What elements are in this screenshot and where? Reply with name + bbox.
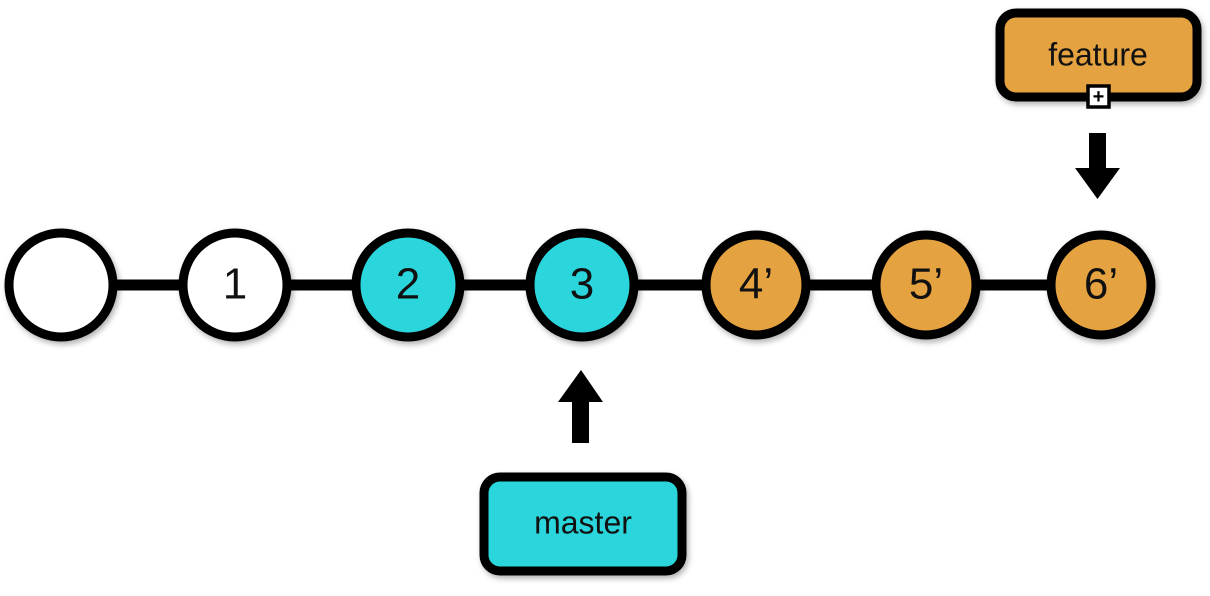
expander-box[interactable] — [1086, 84, 1111, 109]
commit-node-c4[interactable]: 4’ — [701, 230, 811, 340]
commit-label: 6’ — [1084, 260, 1118, 309]
commit-node-c2[interactable]: 2 — [351, 228, 465, 342]
commit-circle[interactable] — [871, 230, 981, 340]
branch-label-text: master — [534, 504, 632, 540]
commit-label: 4’ — [739, 260, 773, 309]
commit-label: 1 — [223, 260, 247, 309]
commit-circle[interactable] — [4, 228, 118, 342]
branch-label-box[interactable] — [479, 472, 687, 576]
arrow-up-icon — [558, 370, 603, 443]
commit-node-c6[interactable]: 6’ — [1046, 230, 1156, 340]
branch-pointer-master[interactable]: master — [479, 370, 687, 576]
commit-circle[interactable] — [525, 228, 639, 342]
commit-label: 5’ — [909, 260, 943, 309]
commit-circle[interactable] — [701, 230, 811, 340]
commit-circle[interactable] — [178, 228, 292, 342]
commit-node-c0[interactable] — [4, 228, 118, 342]
branch-label-text: feature — [1048, 36, 1148, 72]
commit-node-c5[interactable]: 5’ — [871, 230, 981, 340]
arrow-down-icon — [1075, 133, 1120, 199]
commit-circle[interactable] — [1046, 230, 1156, 340]
commit-label: 3 — [570, 260, 594, 309]
commit-circle[interactable] — [351, 228, 465, 342]
commit-node-c3[interactable]: 3 — [525, 228, 639, 342]
branch-pointer-feature[interactable]: feature + — [995, 8, 1202, 199]
commit-label: 2 — [396, 260, 420, 309]
plus-icon[interactable]: + — [1093, 86, 1105, 108]
commit-node-c1[interactable]: 1 — [178, 228, 292, 342]
